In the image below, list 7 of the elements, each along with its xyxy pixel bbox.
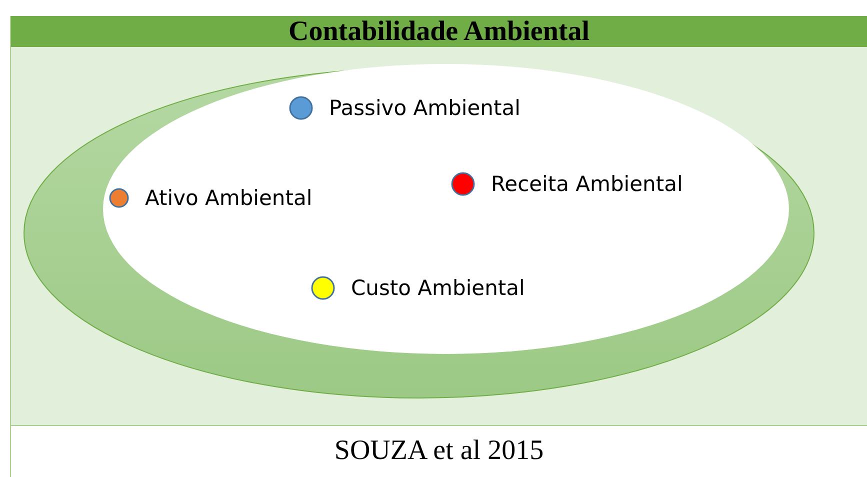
- category-label: Custo Ambiental: [351, 275, 525, 302]
- caption: SOUZA et al 2015: [334, 435, 544, 466]
- panel-background: [10, 16, 867, 425]
- category-label: Receita Ambiental: [491, 171, 683, 198]
- panel-title: Contabilidade Ambiental: [288, 16, 590, 47]
- category-label: Passivo Ambiental: [329, 95, 520, 122]
- category-label: Ativo Ambiental: [145, 185, 312, 212]
